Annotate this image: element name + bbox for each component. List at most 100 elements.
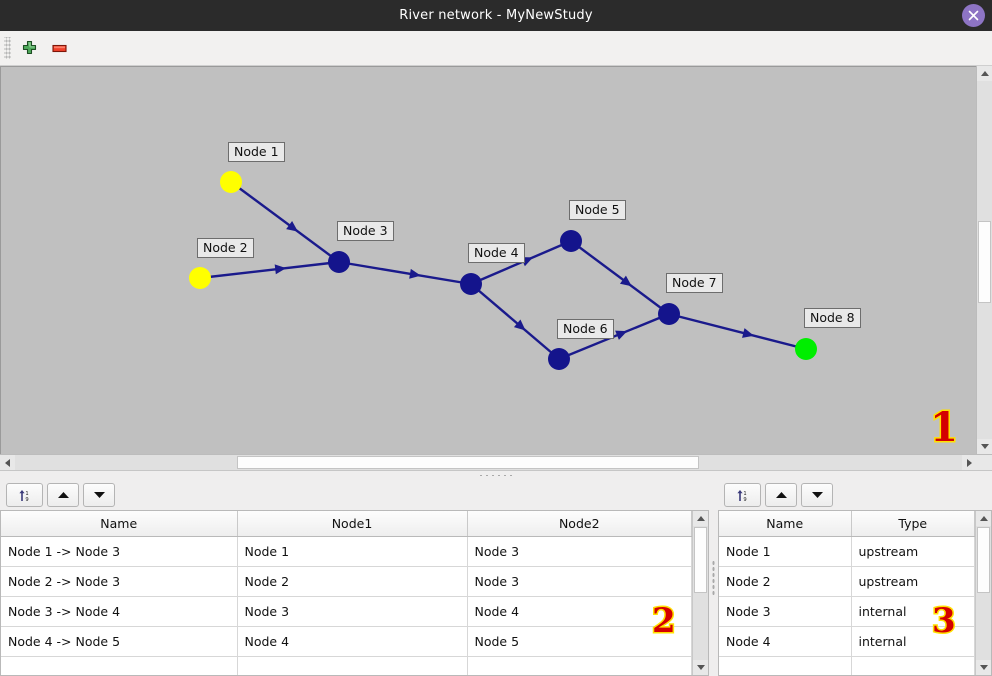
table-cell[interactable]: Node 4: [467, 596, 692, 627]
graph-node-label[interactable]: Node 1: [228, 142, 285, 162]
scroll-up-button[interactable]: [977, 66, 992, 81]
table-cell[interactable]: Node 5: [467, 626, 692, 657]
table-row-empty[interactable]: [719, 656, 975, 675]
graph-node-label[interactable]: Node 2: [197, 238, 254, 258]
graph-node-node-5[interactable]: [560, 230, 582, 252]
table-cell[interactable]: internal: [851, 596, 975, 627]
scroll-left-button[interactable]: [0, 455, 15, 470]
graph-edge-arrow: [274, 264, 287, 275]
arrow-right-icon: [967, 458, 972, 467]
reaches-column-header[interactable]: Name: [1, 511, 238, 537]
nodes-vscroll-track[interactable]: [976, 526, 991, 660]
reaches-move-up-button[interactable]: [47, 483, 79, 507]
graph-node-label[interactable]: Node 3: [337, 221, 394, 241]
table-cell[interactable]: upstream: [851, 566, 975, 597]
graph-node-node-2[interactable]: [189, 267, 211, 289]
add-node-button[interactable]: [14, 34, 44, 62]
graph-node-node-8[interactable]: [795, 338, 817, 360]
table-cell[interactable]: [719, 656, 852, 675]
graph-hscroll-thumb[interactable]: [237, 456, 699, 469]
table-cell[interactable]: [237, 656, 468, 675]
graph-vscroll-track[interactable]: [977, 81, 992, 439]
remove-node-button[interactable]: [44, 34, 74, 62]
arrow-down-icon: [980, 444, 989, 449]
horizontal-splitter[interactable]: [0, 471, 992, 480]
graph-node-node-4[interactable]: [460, 273, 482, 295]
graph-node-node-7[interactable]: [658, 303, 680, 325]
reaches-column-header[interactable]: Node2: [467, 511, 692, 537]
table-cell[interactable]: Node 1 -> Node 3: [1, 536, 238, 567]
nodes-column-header[interactable]: Name: [719, 511, 852, 537]
graph-vertical-scrollbar[interactable]: [976, 66, 992, 454]
table-cell[interactable]: [1, 656, 238, 675]
table-cell[interactable]: Node 2: [719, 566, 852, 597]
graph-node-node-3[interactable]: [328, 251, 350, 273]
graph-horizontal-scrollbar[interactable]: [0, 454, 992, 470]
table-cell[interactable]: Node 3: [237, 596, 468, 627]
table-cell[interactable]: internal: [851, 626, 975, 657]
table-cell[interactable]: Node 3 -> Node 4: [1, 596, 238, 627]
table-cell[interactable]: Node 3: [467, 566, 692, 597]
scroll-down-button[interactable]: [977, 439, 992, 454]
arrow-up-icon: [980, 71, 989, 76]
graph-node-label[interactable]: Node 4: [468, 243, 525, 263]
nodes-vscroll-thumb[interactable]: [977, 527, 990, 593]
close-glyph: [968, 10, 979, 21]
reaches-column-header[interactable]: Node1: [237, 511, 468, 537]
graph-edge: [199, 260, 340, 280]
arrow-up-icon: [696, 516, 705, 521]
reaches-scroll-down-button[interactable]: [693, 660, 708, 675]
nodes-header-row: Name Type: [719, 511, 975, 537]
scroll-right-button[interactable]: [962, 455, 977, 470]
table-cell[interactable]: [851, 656, 975, 675]
graph-node-node-6[interactable]: [548, 348, 570, 370]
nodes-move-down-button[interactable]: [801, 483, 833, 507]
network-canvas[interactable]: Node 1 Node 2 Node 3 Node 4 Node 5 Node 6 Node…: [0, 66, 976, 454]
graph-hscroll-track[interactable]: [15, 455, 962, 470]
table-cell[interactable]: Node 3: [467, 536, 692, 567]
reaches-sort-button[interactable]: 1 9: [6, 483, 43, 507]
toolbar-grip[interactable]: [4, 37, 11, 59]
nodes-column-header[interactable]: Type: [851, 511, 975, 537]
table-cell[interactable]: Node 1: [719, 536, 852, 567]
table-cell[interactable]: Node 2: [237, 566, 468, 597]
table-row-empty[interactable]: [1, 656, 692, 675]
graph-node-node-1[interactable]: [220, 171, 242, 193]
annotation-2: 2: [651, 601, 678, 641]
close-icon[interactable]: [962, 4, 985, 27]
table-cell[interactable]: Node 1: [237, 536, 468, 567]
graph-node-label[interactable]: Node 5: [569, 200, 626, 220]
nodes-scroll-up-button[interactable]: [976, 511, 991, 526]
graph-node-label[interactable]: Node 8: [804, 308, 861, 328]
nodes-scroll-down-button[interactable]: [976, 660, 991, 675]
table-cell[interactable]: Node 4: [237, 626, 468, 657]
graph-node-label[interactable]: Node 6: [557, 319, 614, 339]
reaches-scroll-up-button[interactable]: [693, 511, 708, 526]
table-cell[interactable]: Node 3: [719, 596, 852, 627]
vertical-splitter[interactable]: [709, 480, 718, 676]
reaches-move-down-button[interactable]: [83, 483, 115, 507]
table-cell[interactable]: [467, 656, 692, 675]
nodes-move-up-button[interactable]: [765, 483, 797, 507]
graph-node-label[interactable]: Node 7: [666, 273, 723, 293]
graph-vscroll-thumb[interactable]: [978, 221, 991, 303]
reaches-vscroll-track[interactable]: [693, 526, 708, 660]
table-cell[interactable]: upstream: [851, 536, 975, 567]
table-cell[interactable]: Node 4: [719, 626, 852, 657]
table-cell[interactable]: Node 2 -> Node 3: [1, 566, 238, 597]
nodes-sort-button[interactable]: 1 9: [724, 483, 761, 507]
reaches-vscroll-thumb[interactable]: [694, 527, 707, 593]
reaches-vertical-scrollbar[interactable]: [692, 511, 708, 675]
nodes-vertical-scrollbar[interactable]: [975, 511, 991, 675]
table-cell[interactable]: Node 4 -> Node 5: [1, 626, 238, 657]
